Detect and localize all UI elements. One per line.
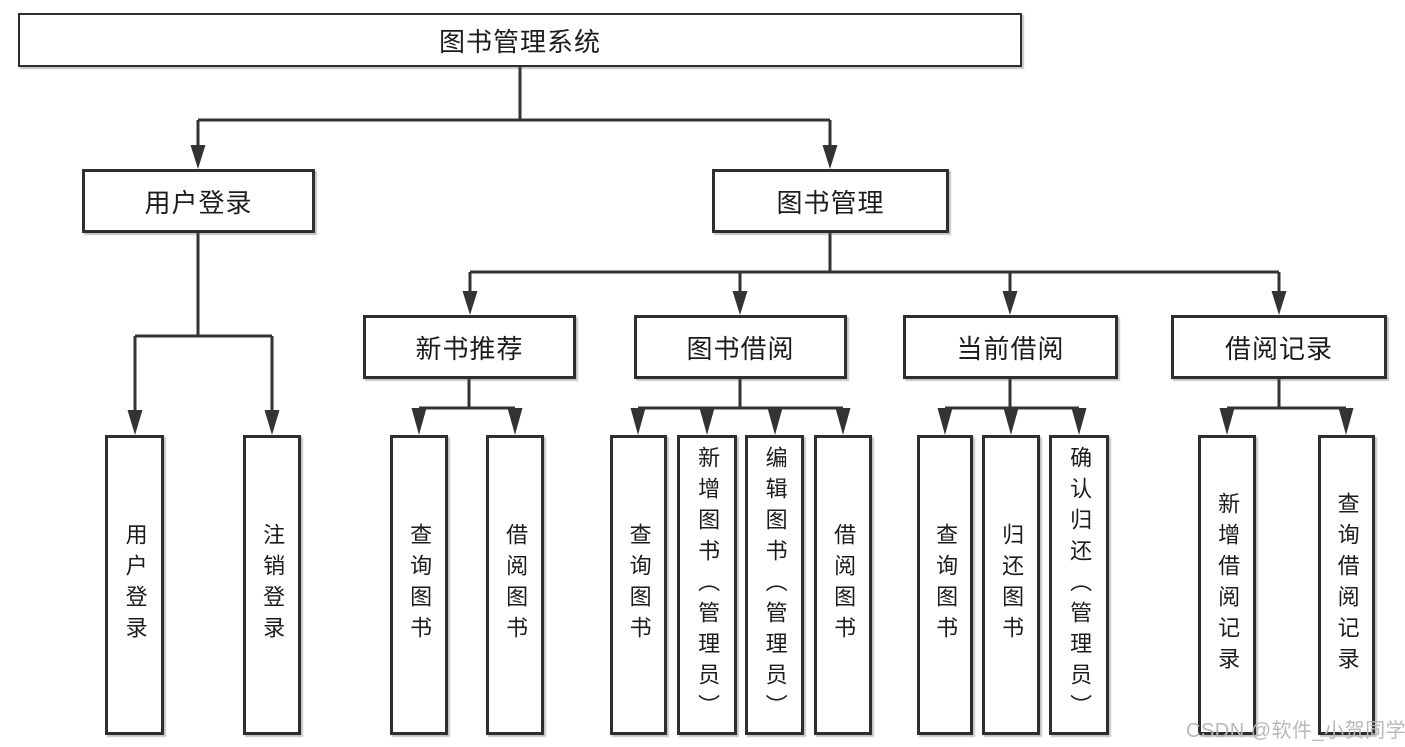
leaf-borrowing-query-label: 查询图书: [626, 523, 652, 647]
arrowhead-icon: [767, 408, 783, 435]
arrowhead-icon: [507, 408, 523, 435]
leaf-borrowing-add-admin-label: 新增图书（管理员）: [695, 445, 721, 725]
connector-user-login-split: [133, 232, 274, 415]
node-library-system-label: 图书管理系统: [438, 26, 601, 57]
arrowhead-icon: [411, 408, 427, 435]
arrowhead-icon: [1271, 291, 1287, 315]
arrowhead-icon: [630, 408, 646, 435]
connector-current-borrowing-split: [945, 378, 1079, 410]
leaf-newbooks-query-label: 查询图书: [407, 523, 433, 647]
leaf-borrowing-edit-admin-label: 编辑图书（管理员）: [762, 445, 788, 725]
leaf-records-add-label: 新增借阅记录: [1215, 492, 1241, 678]
arrowhead-icon: [835, 408, 851, 435]
watermark: CSDN @软件_小贺同学: [1186, 720, 1405, 742]
arrowhead-icon: [1003, 408, 1019, 435]
leaf-borrowing-edit-admin: 编辑图书（管理员）: [745, 435, 804, 735]
arrowhead-icon: [462, 291, 478, 315]
connector-book-management-split: [468, 232, 1281, 296]
leaf-records-add: 新增借阅记录: [1198, 435, 1256, 735]
connector-root-split: [196, 67, 832, 150]
node-user-login: 用户登录: [82, 169, 315, 233]
leaf-logout-label: 注销登录: [260, 523, 286, 647]
leaf-borrowing-borrow-label: 借阅图书: [831, 523, 857, 647]
leaf-current-confirm-admin: 确认归还（管理员）: [1049, 435, 1109, 735]
leaf-user-login-label: 用户登录: [122, 523, 148, 647]
node-book-borrowing-label: 图书借阅: [686, 333, 795, 364]
arrowhead-icon: [1338, 408, 1354, 435]
leaf-borrowing-add-admin: 新增图书（管理员）: [677, 435, 737, 735]
leaf-borrowing-borrow: 借阅图书: [814, 435, 872, 735]
arrowhead-icon: [1071, 408, 1087, 435]
node-borrowing-records: 借阅记录: [1171, 315, 1387, 379]
leaf-current-query-label: 查询图书: [933, 523, 959, 647]
arrowhead-icon: [1219, 408, 1235, 435]
leaf-newbooks-borrow: 借阅图书: [486, 435, 544, 735]
node-new-books-label: 新书推荐: [415, 333, 524, 364]
leaf-current-return: 归还图书: [982, 435, 1040, 735]
arrowhead-icon: [822, 145, 838, 169]
connector-borrowing-records-split: [1227, 378, 1346, 410]
connector-arrowheads: [127, 145, 1354, 435]
node-user-login-label: 用户登录: [144, 187, 253, 218]
node-book-borrowing: 图书借阅: [634, 315, 847, 379]
leaf-newbooks-borrow-label: 借阅图书: [503, 523, 529, 647]
arrowhead-icon: [1002, 291, 1018, 315]
arrowhead-icon: [732, 291, 748, 315]
node-borrowing-records-label: 借阅记录: [1224, 333, 1333, 364]
node-library-system: 图书管理系统: [18, 13, 1022, 67]
leaf-newbooks-query: 查询图书: [390, 435, 448, 735]
node-new-books: 新书推荐: [363, 315, 576, 379]
leaf-current-return-label: 归还图书: [999, 523, 1025, 647]
leaf-records-query: 查询借阅记录: [1318, 435, 1375, 735]
node-book-management: 图书管理: [712, 169, 949, 233]
arrowhead-icon: [264, 410, 280, 435]
node-current-borrowing-label: 当前借阅: [956, 333, 1065, 364]
arrowhead-icon: [127, 410, 143, 435]
leaf-borrowing-query: 查询图书: [610, 435, 667, 735]
arrowhead-icon: [699, 408, 715, 435]
node-book-management-label: 图书管理: [776, 187, 885, 218]
leaf-records-query-label: 查询借阅记录: [1334, 492, 1360, 678]
leaf-current-query: 查询图书: [917, 435, 973, 735]
arrowhead-icon: [937, 408, 953, 435]
leaf-user-login: 用户登录: [105, 435, 164, 735]
connector-book-borrowing-split: [638, 378, 843, 410]
leaf-logout: 注销登录: [243, 435, 301, 735]
connector-new-books-split: [419, 378, 515, 410]
leaf-current-confirm-admin-label: 确认归还（管理员）: [1067, 445, 1093, 725]
node-current-borrowing: 当前借阅: [903, 315, 1118, 379]
arrowhead-icon: [190, 145, 206, 169]
